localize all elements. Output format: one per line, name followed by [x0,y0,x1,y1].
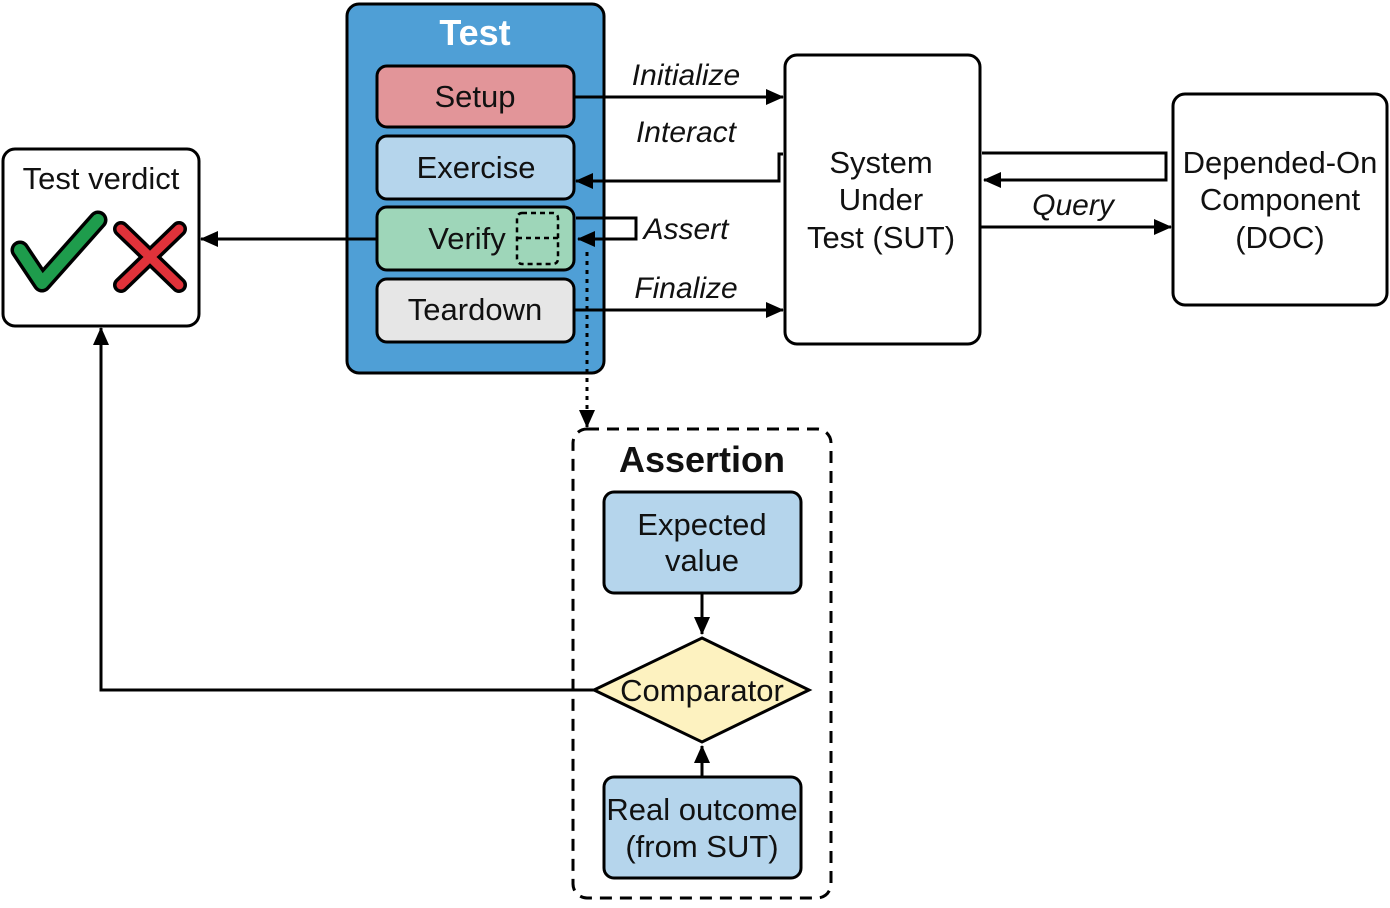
comparator-label: Comparator [620,673,784,708]
finalize-edge: Finalize [574,272,784,318]
comparator-to-verdict-edge [93,327,594,692]
sut-label-line1: System [829,145,932,180]
real-outcome-box: Real outcome (from SUT) [602,775,803,880]
setup-step: Setup [375,64,576,129]
cross-icon [113,221,187,293]
doc-label-line3: (DOC) [1235,220,1325,255]
assert-edge: Assert [576,213,730,247]
verify-step: Verify [375,205,576,272]
doc-response-edge [982,151,1168,188]
test-title: Test [439,12,510,53]
expected-line1: Expected [637,507,766,542]
query-label: Query [1032,189,1116,222]
sut-label-line3: Test (SUT) [807,220,955,255]
assertion-container: Assertion Expected value Comparator Real… [571,427,833,900]
expected-line2: value [665,543,739,578]
interact-edge: Interact [575,116,783,189]
teardown-label: Teardown [408,292,542,327]
doc-label-line1: Depended-On [1183,145,1378,180]
test-verdict-box: Test verdict [1,147,201,328]
setup-label: Setup [434,79,515,114]
interact-label: Interact [636,116,738,149]
expected-value-box: Expected value [602,490,803,595]
doc-label-line2: Component [1200,182,1361,217]
check-icon [10,210,108,293]
test-container: Test Setup Exercise Verify Teardown [345,2,606,375]
check-icon-fill [14,214,104,289]
doc-box: Depended-On Component (DOC) [1171,92,1389,307]
assert-label: Assert [641,213,730,246]
initialize-label: Initialize [632,59,740,92]
exercise-step: Exercise [375,134,576,201]
sut-box: System Under Test (SUT) [783,53,982,346]
initialize-edge: Initialize [574,59,784,105]
verify-label: Verify [428,221,506,256]
real-outcome-line1: Real outcome [606,792,797,827]
real-outcome-line2: (from SUT) [625,829,778,864]
assertion-title: Assertion [619,439,785,480]
teardown-step: Teardown [375,277,576,344]
finalize-label: Finalize [634,272,737,305]
comparator-diamond: Comparator [590,636,813,744]
test-verdict-title: Test verdict [23,161,180,196]
sut-label-line2: Under [839,182,923,217]
query-edge: Query [980,189,1172,235]
exercise-label: Exercise [417,150,536,185]
